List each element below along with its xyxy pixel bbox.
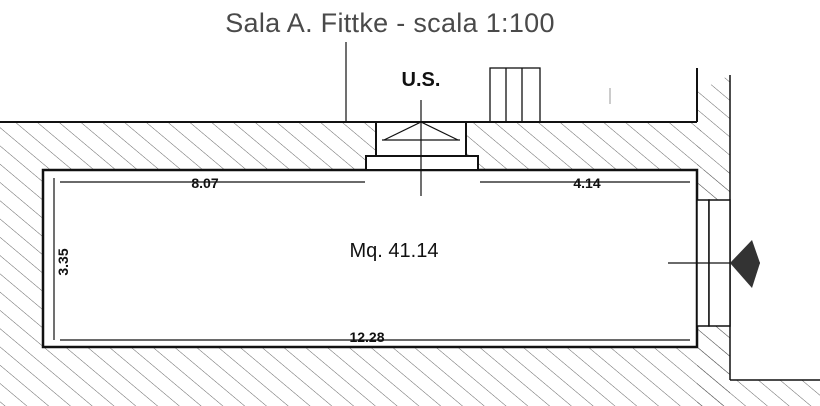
dimension-lines (53, 178, 690, 341)
entrance-label: U.S. (402, 69, 441, 91)
plan-title: Sala A. Fittke - scala 1:100 (225, 8, 555, 38)
top-wall-right (466, 122, 701, 170)
left-wall (0, 170, 43, 406)
entrance-step (365, 155, 479, 171)
dim-bottom: 12.28 (349, 329, 384, 345)
room-floor (41, 168, 699, 349)
radiator (489, 67, 541, 123)
area-label: Mq. 41.14 (350, 240, 439, 262)
dim-right-top: 4.14 (573, 175, 600, 191)
top-wall (0, 122, 376, 170)
dim-left-top: 8.07 (191, 175, 218, 191)
dim-height: 3.35 (55, 248, 71, 275)
entrance-opening (365, 100, 479, 196)
entry-arrow-icon (668, 240, 760, 288)
bottom-wall (43, 347, 730, 406)
